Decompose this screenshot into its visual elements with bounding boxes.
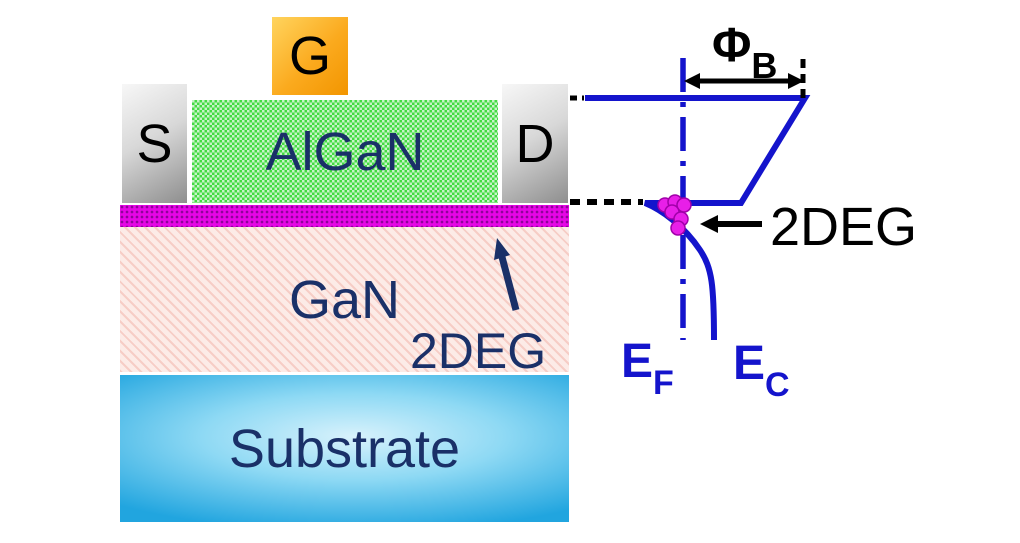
conduction-symbol: E [733, 337, 766, 390]
phi-subscript: B [751, 44, 778, 86]
barrier-height-arrowhead-right [788, 73, 804, 89]
device-2deg-annotation: 2DEG [410, 323, 547, 379]
band-2deg-annotation: 2DEG [770, 197, 918, 257]
band-2deg-pointer-head [700, 215, 718, 233]
electron-dot [670, 220, 686, 236]
phi-symbol: Φ [712, 19, 752, 72]
conduction-band-label: EC [733, 337, 790, 402]
gan-channel-layer: GaN [120, 227, 569, 372]
conduction-subscript: C [765, 365, 790, 404]
drain-contact: D [502, 84, 568, 203]
source-contact: S [122, 84, 187, 203]
barrier-height-arrow [684, 73, 804, 89]
2deg-electrons [657, 194, 692, 236]
gate-label: G [288, 26, 331, 86]
fermi-level-label: EF [621, 335, 674, 400]
substrate-label: Substrate [228, 418, 461, 479]
device-2deg-pointer-head [494, 238, 510, 260]
2deg-interface-layer [120, 205, 569, 229]
algan-barrier-layer: AlGaN [192, 100, 498, 203]
conduction-band-line [585, 95, 811, 341]
gan-label: GaN [288, 269, 401, 330]
source-label: S [136, 113, 173, 174]
algan-label: AlGaN [265, 121, 425, 182]
drain-label: D [515, 113, 555, 174]
fermi-subscript: F [653, 363, 674, 402]
barrier-height-arrowhead-left [684, 73, 700, 89]
fermi-symbol: E [621, 335, 654, 388]
device-2deg-pointer-shaft [498, 256, 520, 311]
barrier-height-label: ΦB [712, 19, 777, 84]
device-2deg-pointer-arrow [494, 238, 520, 311]
gate-contact: G [272, 17, 348, 95]
band-2deg-pointer-arrow [700, 215, 762, 233]
substrate-layer: Substrate [120, 375, 569, 522]
